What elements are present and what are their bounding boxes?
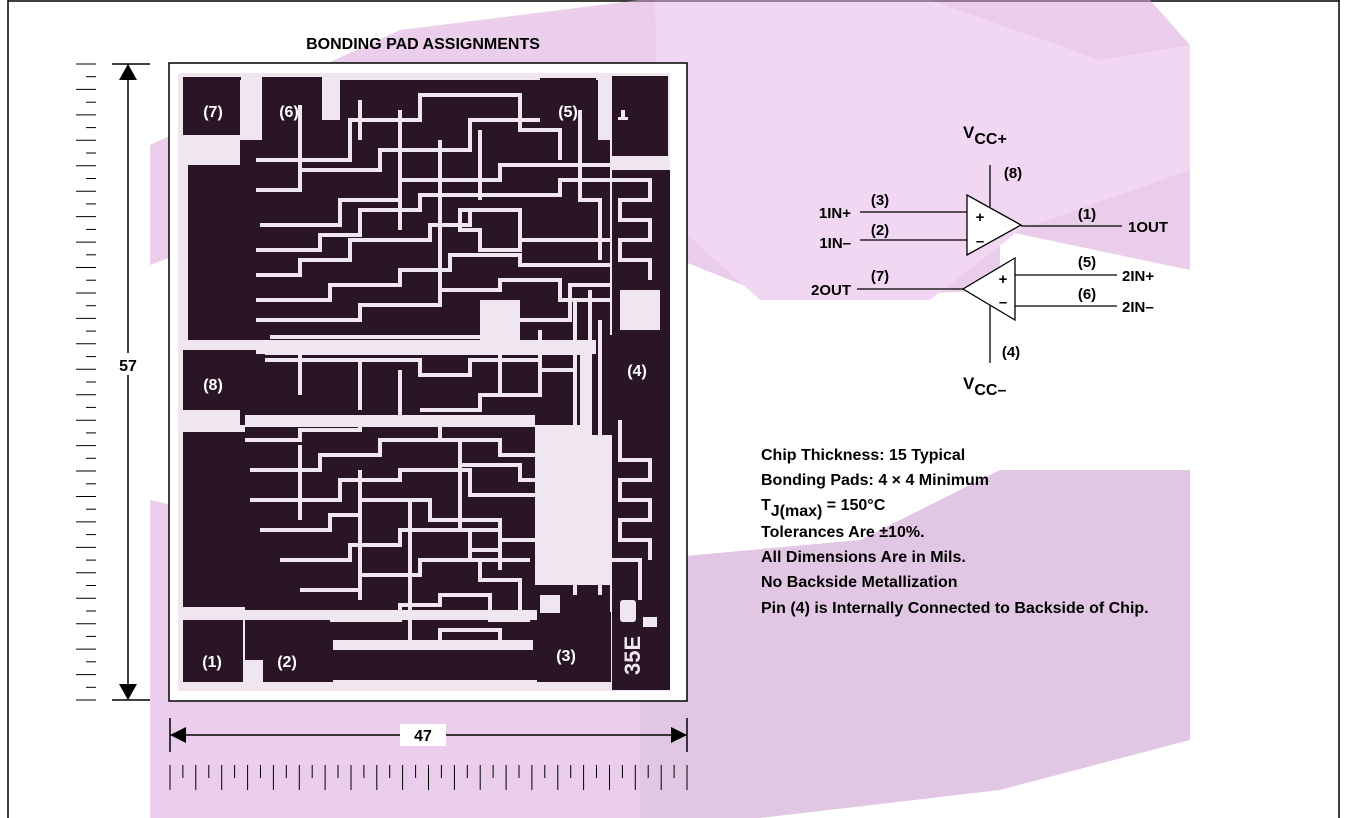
- note-thickness: Chip Thickness: 15 Typical: [761, 447, 965, 464]
- amp2-minus-sign: –: [999, 294, 1007, 311]
- vertical-ruler: [76, 63, 96, 701]
- vcc-minus-sub: CC–: [974, 382, 1006, 399]
- amp1-in-plus-pin: (3): [871, 192, 889, 209]
- note-pin4: Pin (4) is Internally Connected to Backs…: [761, 600, 1149, 617]
- pad-label-5: (5): [558, 104, 578, 121]
- amp1-in-plus-name: 1IN+: [819, 205, 851, 222]
- note-backside: No Backside Metallization: [761, 574, 958, 591]
- pad-label-3: (3): [556, 648, 576, 665]
- amp1-in-minus-pin: (2): [871, 222, 889, 239]
- figure-title: BONDING PAD ASSIGNMENTS: [306, 36, 540, 53]
- amp2-in-plus-pin: (5): [1078, 254, 1096, 271]
- amp1-minus-sign: –: [976, 233, 984, 250]
- amp1-out-name: 1OUT: [1128, 219, 1168, 236]
- amp2-triangle: [961, 256, 1016, 322]
- amp2-in-plus-name: 2IN+: [1122, 268, 1154, 285]
- vcc-minus-label: VCC–: [963, 374, 1006, 399]
- width-dimension-arrow: [169, 718, 688, 752]
- pad-label-6: (6): [279, 104, 299, 121]
- chip-die: 35E: [168, 62, 688, 702]
- amp1-triangle: [966, 193, 1023, 257]
- vcc-plus-pin: (8): [1004, 165, 1022, 182]
- pad-label-7: (7): [203, 104, 223, 121]
- note-tj-prefix: T: [761, 497, 771, 514]
- height-dimension-arrow: [112, 63, 150, 701]
- amp1-out-pin: (1): [1078, 206, 1096, 223]
- note-pads: Bonding Pads: 4 × 4 Minimum: [761, 472, 989, 489]
- amp2-in-minus-pin: (6): [1078, 286, 1096, 303]
- amp2-in-minus-name: 2IN–: [1122, 299, 1154, 316]
- vcc-plus-sub: CC+: [974, 131, 1006, 148]
- marking-block-icon: [620, 600, 636, 622]
- note-tj-sub: J(max): [771, 503, 823, 520]
- vcc-plus-label: VCC+: [963, 123, 1007, 148]
- pad-label-2: (2): [277, 654, 297, 671]
- pad-label-4: (4): [627, 363, 647, 380]
- note-dimensions: All Dimensions Are in Mils.: [761, 549, 966, 566]
- amp2-out-pin: (7): [871, 268, 889, 285]
- op-amp-schematic: [857, 165, 1122, 363]
- horizontal-ruler: [169, 765, 688, 790]
- width-dimension-label: 47: [414, 728, 432, 745]
- height-dimension-label: 57: [119, 358, 137, 375]
- chip-notes: Chip Thickness: 15 Typical Bonding Pads:…: [761, 447, 1149, 617]
- amp1-plus-sign: +: [976, 209, 985, 226]
- amp1-in-minus-name: 1IN–: [819, 235, 851, 252]
- amp2-out-name: 2OUT: [811, 282, 851, 299]
- pad-labels: (7) (6) (5) (8) (4) (1) (2) (3): [202, 104, 647, 671]
- chip-marking: 35E: [620, 636, 645, 675]
- amp2-plus-sign: +: [999, 271, 1008, 288]
- pad-label-8: (8): [203, 377, 223, 394]
- vcc-plus-main: V: [963, 123, 975, 142]
- vcc-minus-pin: (4): [1002, 344, 1020, 361]
- note-tj-rest: = 150°C: [822, 497, 885, 514]
- pad-label-1: (1): [202, 654, 222, 671]
- note-tolerances: Tolerances Are ±10%.: [761, 524, 925, 541]
- schematic-labels: + – + – VCC+ (8) (3) 1IN+ (2) 1IN– (1) 1…: [811, 123, 1168, 399]
- note-tj: TJ(max) = 150°C: [761, 497, 886, 520]
- vcc-minus-main: V: [963, 374, 975, 393]
